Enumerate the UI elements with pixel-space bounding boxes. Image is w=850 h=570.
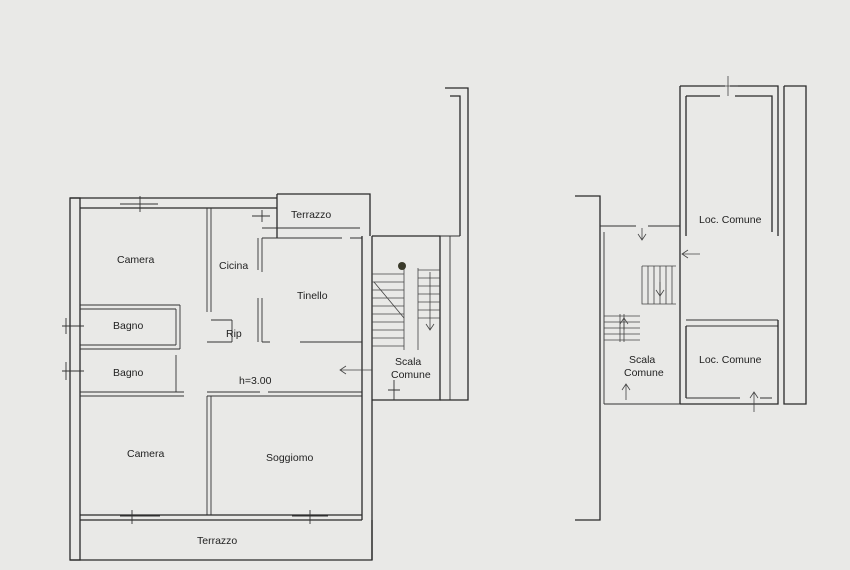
label-scala-left-2: Comune [391,369,431,381]
label-scala-left-1: Scala [395,356,421,368]
stair-left [339,235,460,401]
label-bagno-1: Bagno [113,320,144,332]
label-scala-right-2: Comune [624,367,664,379]
label-camera-bottom: Camera [127,448,165,460]
apartment-walls [69,193,373,561]
windows [62,196,328,524]
label-ceiling-height: h=3.00 [239,375,272,387]
label-soggiorno: Soggiomo [266,452,313,464]
right-building-walls [575,85,807,521]
label-scala-right-1: Scala [629,354,655,366]
label-bagno-2: Bagno [113,367,144,379]
stair-post-icon [398,262,406,270]
label-camera-top: Camera [117,254,155,266]
building-edges [440,87,469,401]
label-loc-comune-bottom: Loc. Comune [699,354,762,366]
label-ripostiglio: Rip [226,328,242,340]
arrows [619,76,759,412]
label-terrazzo-top: Terrazzo [291,209,331,221]
label-terrazzo-bottom: Terrazzo [197,535,237,547]
label-tinello: Tinello [297,290,328,302]
label-loc-comune-top: Loc. Comune [699,214,762,226]
label-cucina: Cicina [219,260,248,272]
room-labels: Camera Cicina Terrazzo Tinello Bagno Bag… [113,209,762,547]
